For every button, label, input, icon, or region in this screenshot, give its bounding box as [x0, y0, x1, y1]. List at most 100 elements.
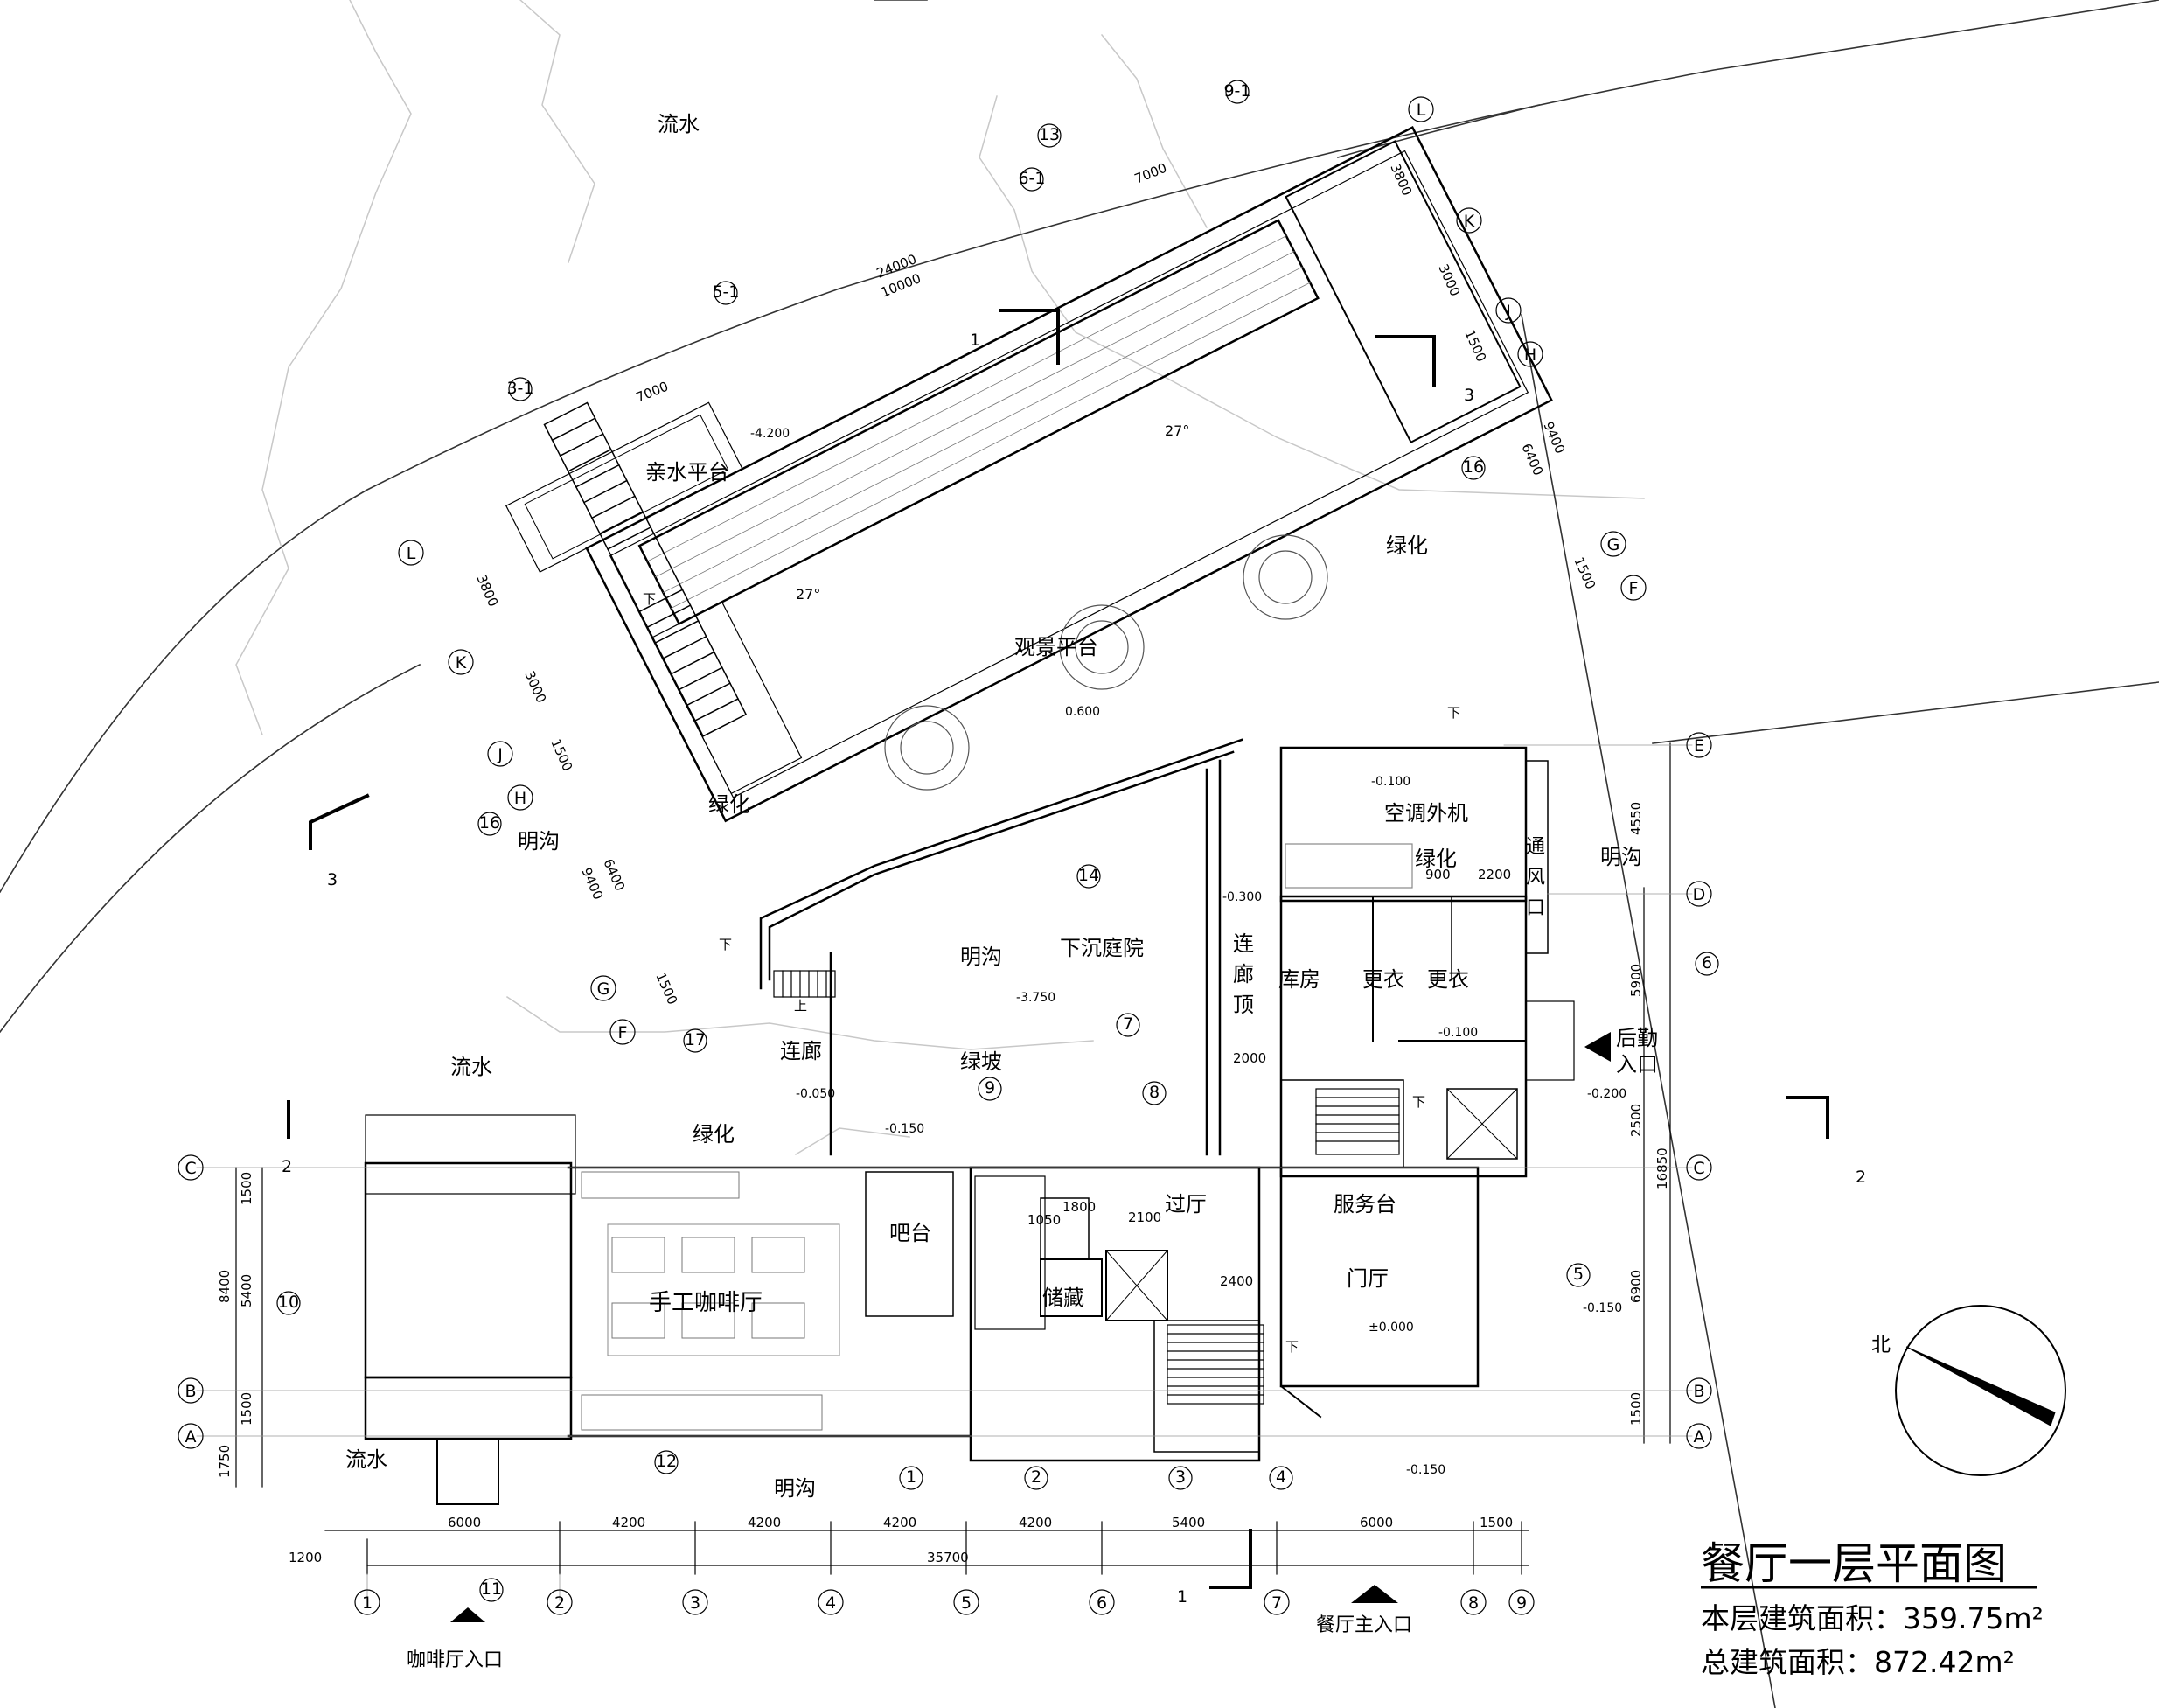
section-1a: 1 [970, 331, 980, 350]
label-xiachen: 下沉庭院 [1060, 936, 1144, 960]
label-kufang: 库房 [1278, 967, 1320, 992]
section-marks [287, 309, 1829, 1589]
grid-c-right: C [1693, 1159, 1704, 1178]
label-minggou-bottom: 明沟 [774, 1476, 816, 1501]
mark-up1: 上 [794, 998, 807, 1014]
grid-sw-h: H [514, 789, 526, 808]
grid-sw-g: G [597, 979, 610, 999]
grid-ne-f: F [1629, 579, 1639, 598]
label-tongfeng-1: 通 [1526, 836, 1545, 858]
section-2b: 2 [1856, 1168, 1866, 1187]
detail-8: 8 [1149, 1083, 1160, 1102]
grid-sub-61: 6-1 [1018, 169, 1045, 188]
left-dim-4: 8400 [217, 1270, 233, 1303]
label-liushui-top: 流水 [658, 112, 700, 136]
dim-1800: 1800 [1062, 1199, 1096, 1215]
label-chucang: 储藏 [1042, 1286, 1084, 1310]
detail-17: 17 [685, 1030, 706, 1049]
label-lianlangding-1: 连 [1233, 931, 1254, 956]
diag-dim-3800a: 3800 [1387, 161, 1415, 198]
main-building [364, 1114, 1480, 1505]
grid-3: 3 [690, 1593, 700, 1613]
grid-a-left: A [185, 1427, 197, 1447]
level-l2: 0.600 [1065, 705, 1100, 719]
right-dim-5: 16850 [1654, 1147, 1670, 1189]
mark-down4: 下 [1412, 1094, 1425, 1110]
dim-2400: 2400 [1220, 1273, 1253, 1289]
level-l9: -0.200 [1587, 1087, 1626, 1101]
grid-b-left: B [185, 1382, 196, 1401]
section-3a: 3 [327, 870, 338, 889]
detail-12: 12 [656, 1452, 677, 1471]
entrance-markers [450, 1032, 1611, 1622]
section-labels: 1 1 2 2 3 3 [282, 331, 1866, 1607]
grid-2: 2 [554, 1593, 565, 1613]
section-3b: 3 [1464, 386, 1474, 405]
grid-6: 6 [1097, 1593, 1107, 1613]
cafe-tables [581, 1171, 823, 1431]
grid-c-left: C [185, 1159, 196, 1178]
north-arrow [1895, 1305, 2066, 1476]
label-lvhua-ne: 绿化 [1386, 533, 1428, 558]
grid-7: 7 [1271, 1593, 1282, 1613]
grid-sub-13: 13 [1039, 125, 1060, 144]
bottom-dim-4: 4200 [883, 1515, 916, 1530]
diag-dim-7000b: 7000 [634, 379, 671, 406]
detail-16: 16 [479, 813, 500, 833]
courtyard-walls [759, 738, 1243, 1156]
detail-callouts: 16 14 17 7 8 9 6 5 10 12 11 1 2 3 4 [278, 813, 1712, 1599]
grid-sw-j: J [497, 745, 503, 764]
label-tongfeng-3: 口 [1526, 897, 1545, 919]
label-lvpo: 绿坡 [960, 1049, 1002, 1074]
grid-ne-j: J [1505, 302, 1511, 321]
right-dim-3: 6900 [1628, 1270, 1644, 1303]
terrace-tables [884, 534, 1328, 791]
title-block: 餐厅一层平面图 本层建筑面积：359.75m² 总建筑面积：872.42m² [1701, 1538, 2044, 1679]
detail-9: 9 [985, 1078, 995, 1098]
bottom-dimensions: 1200 6000 4200 4200 4200 4200 5400 6000 … [289, 1515, 1513, 1565]
mark-down2: 下 [719, 937, 732, 952]
label-minggou-mid: 明沟 [960, 945, 1002, 969]
angle-a2: 27° [796, 586, 820, 603]
diag-dim-1500c: 1500 [547, 736, 575, 773]
label-liushui-left: 流水 [450, 1055, 492, 1079]
grid-sub-51: 5-1 [712, 282, 739, 302]
right-dim-1: 5900 [1628, 964, 1644, 997]
grid-sw-k: K [456, 653, 467, 673]
diag-dim-1500b: 1500 [1570, 554, 1598, 591]
level-l11: -0.150 [1583, 1301, 1622, 1315]
grid-ne-l: L [1417, 101, 1426, 120]
level-l5: -3.750 [1016, 991, 1055, 1005]
grid-1: 1 [362, 1593, 373, 1613]
diag-dim-1500d: 1500 [652, 970, 680, 1007]
detail-14: 14 [1078, 866, 1099, 885]
bottom-dim-7: 6000 [1360, 1515, 1393, 1530]
left-dim-2: 5400 [239, 1274, 254, 1307]
level-l10: ±0.000 [1369, 1321, 1414, 1335]
grid-9: 9 [1516, 1593, 1527, 1613]
detail-10: 10 [278, 1293, 299, 1312]
bottom-dim-8: 1500 [1480, 1515, 1513, 1530]
north-label: 北 [1871, 1335, 1891, 1356]
label-lvhua-lower: 绿化 [693, 1122, 735, 1147]
grid-sub-91: 9-1 [1223, 81, 1250, 101]
level-l12: -0.150 [1406, 1463, 1445, 1477]
right-dim-0: 4550 [1628, 802, 1644, 835]
mark-down3: 下 [1447, 705, 1460, 721]
right-dim-2: 2500 [1628, 1104, 1644, 1137]
grid-8: 8 [1468, 1593, 1479, 1613]
dim-1050: 1050 [1027, 1212, 1061, 1228]
bottom-dim-6: 5400 [1172, 1515, 1205, 1530]
label-qinshui: 亲水平台 [645, 460, 729, 485]
label-lianlangding-3: 顶 [1233, 993, 1254, 1017]
level-labels: -4.200 0.600 -0.100 -0.300 -3.750 -0.100… [643, 422, 1626, 1477]
dim-2100: 2100 [1128, 1210, 1161, 1225]
level-l3: -0.100 [1371, 775, 1410, 789]
total-area: 总建筑面积：872.42m² [1701, 1645, 2015, 1679]
diag-dim-7000a: 7000 [1132, 160, 1169, 187]
label-lianlangding-2: 廊 [1233, 962, 1254, 986]
label-houqin-2: 入口 [1616, 1052, 1658, 1077]
detail-6: 6 [1702, 953, 1712, 973]
label-minggou-right: 明沟 [1600, 845, 1642, 869]
